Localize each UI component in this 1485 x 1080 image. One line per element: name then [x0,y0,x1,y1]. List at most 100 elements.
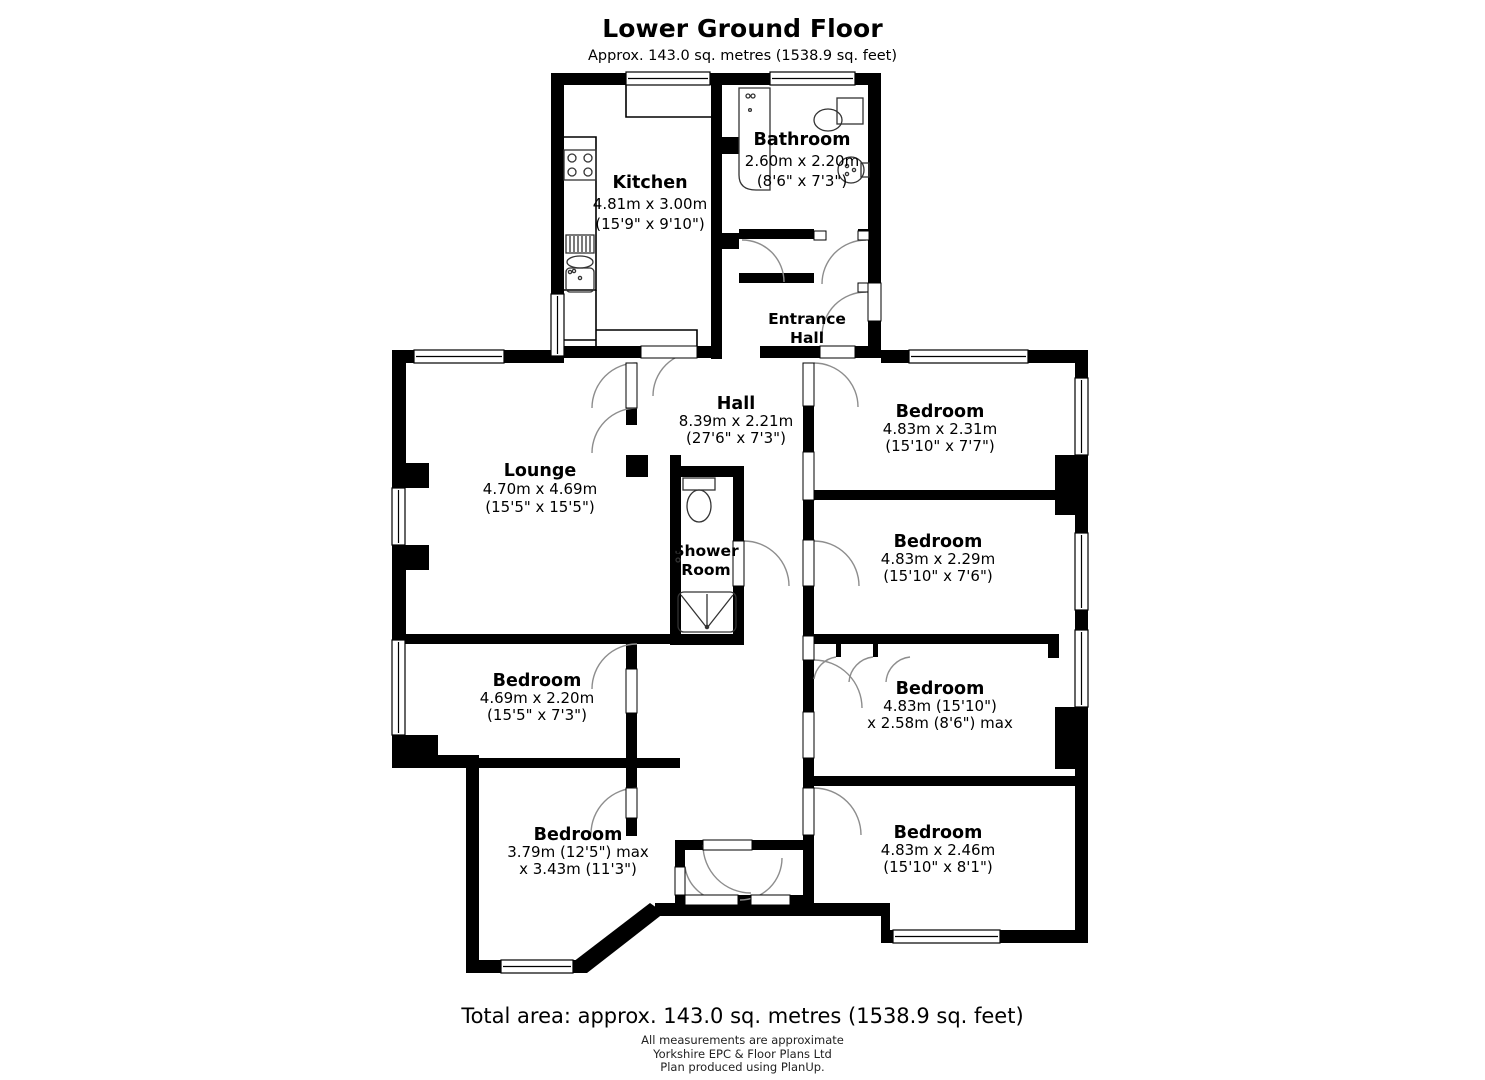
door-jamb [684,894,739,906]
shower-fitting-icon [675,549,681,563]
room-label-bedroom-6: Bedroom 4.83m x 2.46m (15'10" x 8'1") [881,823,995,876]
bedroom5-dim-imperial: x 3.43m (11'3") [519,860,637,878]
wall-lounge-bed3-divider [392,634,680,644]
thin-line-group [564,85,711,346]
door-arc-cupboard-mid [739,857,783,901]
wall-shower-right-a [733,466,744,541]
door-arc-bedroom1 [813,362,859,408]
wall-hall-right-e [803,660,814,712]
wall-lobby-bottom [739,273,814,283]
door-arc-wardrobe-3 [885,656,911,683]
room-label-bedroom-5: Bedroom 3.79m (12'5") max x 3.43m (11'3"… [507,825,649,878]
wall-bed2-bed4-divider-nib [1048,634,1059,658]
door-jamb [802,635,815,661]
total-area-text: Total area: approx. 143.0 sq. metres (15… [461,1004,1024,1028]
bedroom2-dim-imperial: (15'10" x 7'6") [883,567,992,585]
room-label-bedroom-4: Bedroom 4.83m (15'10") x 2.58m (8'6") ma… [867,679,1013,732]
door-arc-lobby [741,239,785,283]
wall-kitchen-top-left [551,73,626,85]
wall-kitchen-left [551,73,564,356]
room-label-hall: Hall 8.39m x 2.21m (27'6" x 7'3") [679,394,793,447]
wall-shower-right-b [733,586,744,645]
bathroom-dim-imperial: (8'6" x 7'3") [757,172,847,190]
door-arc-bedroom3 [591,643,638,690]
window-bedroom1-right [1074,377,1089,456]
door-jamb [802,451,815,501]
wardrobe-jamb-1 [836,644,841,657]
wall-bed2-bed4-divider [814,634,1059,644]
door-jamb [640,345,698,359]
shower-room-name-1: Shower [673,542,739,560]
entrance-hall-name-2: Hall [790,329,824,347]
wall-hall-left-e [626,713,637,771]
lounge-dim-imperial: (15'5" x 15'5") [485,498,594,516]
bedroom2-name: Bedroom [894,532,983,552]
window-bedroom3-left [391,639,406,736]
wall-shower-left [670,455,681,645]
wall-hall-left-d [626,644,637,669]
room-label-kitchen: Kitchen 4.81m x 3.00m (15'9" x 9'10") [593,173,707,233]
lounge-name: Lounge [504,461,577,481]
wall-bed3-bed5-divider [406,758,680,768]
wall-hall-left-nib [626,455,648,477]
bedroom1-name: Bedroom [896,402,985,422]
door-arc-bathroom [821,239,867,285]
wall-hall-right-b [803,406,814,452]
door-arc-bedroom4 [813,659,863,709]
wall-right-chimney-b [1055,707,1088,769]
kitchen-recess-line [625,85,711,118]
bedroom5-name: Bedroom [534,825,623,845]
hall-name: Hall [717,394,755,414]
room-label-lounge: Lounge 4.70m x 4.69m (15'5" x 15'5") [483,461,597,516]
basin-icon [837,156,870,184]
sink-icon [565,255,595,293]
wall-lobby-left-vert [675,850,685,867]
room-label-bedroom-3: Bedroom 4.69m x 2.20m (15'5" x 7'3") [480,671,594,724]
wall-left-exterior-c [392,570,406,640]
wall-kitchen-corridor-vert [711,154,722,233]
door-jamb [867,282,882,322]
window-kitchen-left [550,293,565,357]
door-jamb [732,540,745,587]
wall-right-exterior-b [1075,515,1088,533]
wall-bed1-top-right [1028,350,1088,363]
room-label-shower-room: Shower Room [673,542,739,579]
door-arc-bedroom2 [813,540,860,587]
door-jamb [674,866,686,896]
wall-kitchen-bottom [551,346,641,358]
shower-toilet-icon [682,477,716,523]
wall-bed1-bed2-divider [814,490,1076,500]
wall-hall-right-g [803,835,814,905]
bedroom6-name: Bedroom [894,823,983,843]
bedroom3-dim-metric: 4.69m x 2.20m [480,689,594,707]
kitchen-dim-imperial: (15'9" x 9'10") [595,215,704,233]
footer-note-producer: Plan produced using PlanUp. [660,1060,825,1074]
wall-kitchen-corridor-nib [711,233,739,249]
bathroom-name: Bathroom [754,130,851,150]
door-jamb [802,539,815,587]
kitchen-step-line [596,329,698,346]
wall-bed5-left [466,755,479,973]
door-jamb [813,230,827,241]
wall-hall-left-c [626,634,681,644]
door-arc-bedroom6 [813,787,862,836]
wall-bottom-right-c [885,930,893,943]
window-lounge-top [413,349,505,364]
hob-icon [563,149,597,181]
window-bedroom4-right [1074,629,1089,708]
wall-right-chimney-a [1055,455,1088,515]
wall-kitchen-corridor-vert-2 [711,249,722,359]
bedroom4-dim-metric: 4.83m (15'10") [883,697,997,715]
wall-shower-bottom [670,634,744,645]
wall-bottom-right-d [1000,930,1088,943]
footer-notes: All measurements are approximate Yorkshi… [0,1033,1485,1075]
bedroom1-dim-metric: 4.83m x 2.31m [883,420,997,438]
wall-bottom-center [655,903,885,916]
bedroom6-dim-metric: 4.83m x 2.46m [881,841,995,859]
wall-bed4-bed6-divider [814,776,1076,786]
window-bedroom1-top [908,349,1029,364]
page-title: Lower Ground Floor [602,14,883,43]
lounge-dim-metric: 4.70m x 4.69m [483,480,597,498]
wall-lobby-top [675,840,703,850]
wall-hall-right-d [803,586,814,636]
